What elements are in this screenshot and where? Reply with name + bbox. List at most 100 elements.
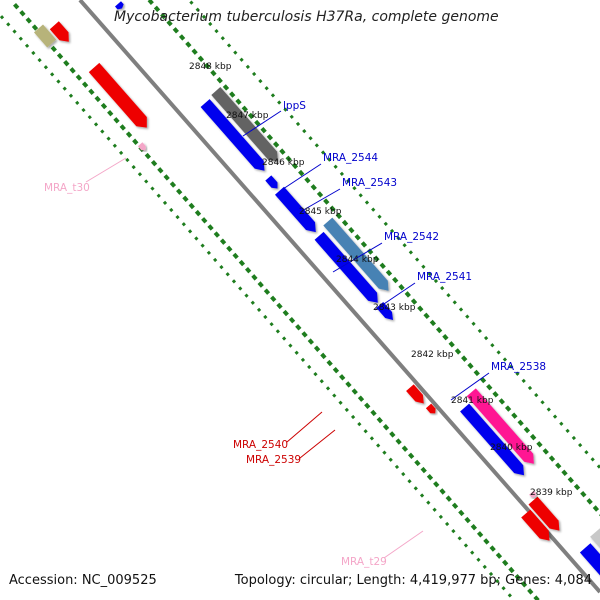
tick-mark xyxy=(385,269,393,277)
tick-mark xyxy=(304,176,311,184)
tick-mark xyxy=(483,538,490,545)
tick-mark xyxy=(523,426,531,434)
tick-mark xyxy=(147,0,154,5)
tick-mark xyxy=(69,67,76,74)
tick-mark xyxy=(231,279,237,284)
tick-mark xyxy=(220,36,225,41)
tick-mark xyxy=(415,257,420,262)
mra-2539-feature xyxy=(425,403,436,414)
tick-mark xyxy=(269,322,274,327)
tick-mark xyxy=(351,388,358,395)
tick-mark xyxy=(392,276,399,284)
gene-features xyxy=(34,1,600,576)
tick-mark xyxy=(479,376,487,384)
tick-mark xyxy=(521,378,526,384)
scale-label-2840: 2840 kbp xyxy=(490,443,533,453)
tick-mark xyxy=(492,391,499,398)
tick-mark xyxy=(482,564,487,569)
tick-mark xyxy=(238,286,243,291)
tick-mark xyxy=(50,72,55,77)
tick-mark xyxy=(461,355,468,362)
gene-label-mra-t29[interactable]: MRA_t29 xyxy=(341,556,387,568)
tick-mark xyxy=(489,545,496,552)
tick-mark xyxy=(0,15,5,20)
tick-mark xyxy=(382,450,387,455)
scale-label-2841: 2841 kbp xyxy=(451,396,494,406)
tick-mark xyxy=(187,229,193,234)
gene-label-mra-2542[interactable]: MRA_2542 xyxy=(384,231,439,243)
gene-feature xyxy=(265,175,278,189)
gene-label-mra-t30[interactable]: MRA_t30 xyxy=(44,182,90,194)
tick-mark xyxy=(417,305,424,312)
gene-feature xyxy=(521,509,550,541)
tick-mark xyxy=(573,483,581,491)
tick-mark xyxy=(266,134,274,141)
tick-mark xyxy=(446,293,451,298)
tick-mark xyxy=(329,205,336,212)
tick-mark xyxy=(571,435,576,441)
tick-mark xyxy=(454,348,462,355)
tick-mark xyxy=(207,224,214,231)
tick-mark xyxy=(379,262,386,270)
tick-mark xyxy=(517,419,524,427)
tick-mark xyxy=(344,407,349,412)
tick-mark xyxy=(50,45,57,53)
tick-mark xyxy=(433,481,440,488)
tick-mark xyxy=(251,274,258,281)
tick-mark xyxy=(169,181,177,188)
tick-mark xyxy=(314,143,319,148)
tick-mark xyxy=(486,383,493,391)
gene-label-mra-2541[interactable]: MRA_2541 xyxy=(417,271,472,283)
tick-mark xyxy=(301,331,308,338)
genome-title: Mycobacterium tuberculosis H37Ra, comple… xyxy=(114,9,499,25)
label-leader-line xyxy=(299,188,341,213)
tick-mark xyxy=(107,110,114,117)
tick-mark xyxy=(263,288,271,295)
tick-mark xyxy=(172,27,179,34)
tick-mark xyxy=(369,436,375,441)
tick-mark xyxy=(62,86,67,91)
tick-mark xyxy=(339,171,345,177)
tick-mark xyxy=(210,69,217,77)
tick-mark xyxy=(201,217,208,224)
tick-mark xyxy=(87,115,92,120)
tick-mark xyxy=(219,238,227,245)
gene-label-mra-2540[interactable]: MRA_2540 xyxy=(233,439,288,451)
gene-label-lppS[interactable]: lppS xyxy=(283,100,306,112)
tick-mark xyxy=(288,316,296,324)
tick-mark xyxy=(561,469,568,477)
topology-text: Topology: circular; Length: 4,419,977 bp… xyxy=(234,573,592,588)
label-leader-lines xyxy=(85,110,490,559)
gene-label-mra-2544[interactable]: MRA_2544 xyxy=(323,152,378,164)
tick-mark xyxy=(81,107,86,113)
gene-label-mra-2539[interactable]: MRA_2539 xyxy=(246,454,301,466)
tick-mark xyxy=(421,264,426,269)
tick-mark xyxy=(282,336,287,341)
tick-mark xyxy=(88,88,95,95)
tick-mark xyxy=(194,236,199,241)
tick-mark xyxy=(178,34,186,41)
tick-mark xyxy=(277,100,282,105)
tick-mark xyxy=(169,207,174,213)
tick-mark xyxy=(389,228,395,234)
gene-label-mra-2538[interactable]: MRA_2538 xyxy=(491,361,546,373)
tick-mark xyxy=(298,169,305,177)
tick-mark xyxy=(264,86,269,91)
tick-mark xyxy=(578,443,583,448)
scale-label-2844: 2844 kbp xyxy=(336,255,379,265)
tick-mark xyxy=(260,127,267,134)
tick-mark xyxy=(389,431,396,438)
tick-mark xyxy=(131,165,136,170)
tick-mark xyxy=(245,64,250,69)
tick-mark xyxy=(325,386,331,391)
tick-mark xyxy=(256,307,262,313)
tick-mark xyxy=(408,250,413,255)
tick-mark xyxy=(546,407,551,412)
gene-label-mra-2543[interactable]: MRA_2543 xyxy=(342,177,397,189)
tick-mark xyxy=(438,514,443,520)
tick-mark xyxy=(225,272,230,277)
tick-mark xyxy=(300,357,306,362)
tick-mark xyxy=(590,457,595,462)
scale-label-2845: 2845 kbp xyxy=(299,207,342,217)
tick-mark xyxy=(119,150,124,155)
